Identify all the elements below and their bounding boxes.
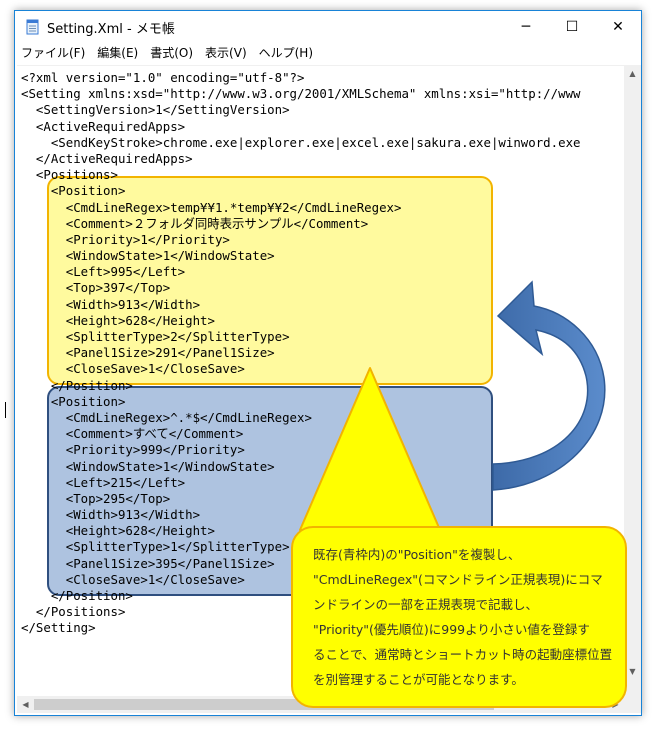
callout-line: 既存(青枠内)の"Position"を複製し、 (313, 547, 521, 562)
title-bar[interactable]: Setting.Xml - メモ帳 ─ ☐ ✕ (15, 11, 641, 43)
editor-content[interactable]: <?xml version="1.0" encoding="utf-8"?><S… (21, 70, 581, 637)
code-line[interactable]: <Top>295</Top> (21, 490, 171, 506)
code-line[interactable]: <Width>913</Width> (21, 507, 201, 523)
window-controls: ─ ☐ ✕ (503, 11, 641, 43)
code-line[interactable]: <SplitterType>2</SplitterType> (21, 329, 290, 344)
callout-line: ンドラインの一部を正規表現で記載し、 (313, 597, 539, 612)
code-line[interactable]: <Priority>1</Priority> (21, 231, 230, 247)
code-line[interactable]: </Setting> (21, 620, 96, 636)
code-line[interactable]: </Position> (21, 588, 133, 603)
scroll-down-icon[interactable]: ▼ (629, 667, 636, 676)
code-line[interactable]: <SettingVersion>1</SettingVersion> (21, 102, 290, 118)
menu-view[interactable]: 表示(V) (205, 46, 247, 60)
code-line[interactable]: <Comment>２フォルダ同時表示サンプル</Comment> (21, 215, 369, 231)
highlight-box-new-position (47, 176, 493, 385)
code-line[interactable]: <WindowState>1</WindowState> (21, 248, 275, 264)
code-line[interactable]: <Positions> (21, 167, 118, 183)
code-line[interactable]: <Position> (21, 183, 126, 199)
code-line[interactable]: <CmdLineRegex>^.*$</CmdLineRegex> (21, 409, 312, 425)
code-line[interactable]: <CmdLineRegex>temp¥¥1.*temp¥¥2</CmdLineR… (21, 199, 402, 215)
code-line[interactable]: </Positions> (21, 604, 126, 620)
callout-line: を別管理することが可能となります。 (313, 672, 524, 687)
close-button[interactable]: ✕ (612, 19, 624, 35)
code-line[interactable]: <Top>397</Top> (21, 280, 171, 296)
code-line[interactable]: </Position> (21, 377, 133, 393)
code-line[interactable]: <Left>215</Left> (21, 474, 186, 490)
code-line[interactable]: <Priority>999</Priority> (21, 442, 245, 458)
menu-format[interactable]: 書式(O) (150, 46, 194, 60)
menu-file[interactable]: ファイル(F) (21, 46, 86, 60)
code-line[interactable]: <CloseSave>1</CloseSave> (21, 361, 245, 377)
minimize-button[interactable]: ─ (521, 19, 531, 35)
notepad-icon (25, 19, 41, 35)
code-line[interactable]: <Comment>すべて</Comment> (21, 426, 244, 442)
callout-line: ることで、通常時とショートカット時の起動座標位置 (313, 647, 613, 662)
window-title: Setting.Xml - メモ帳 (47, 21, 175, 37)
code-line[interactable]: <Panel1Size>291</Panel1Size> (21, 345, 275, 361)
callout-line: "Priority"(優先順位)に999より小さい値を登録す (313, 622, 590, 637)
explanation-callout: 既存(青枠内)の"Position"を複製し、 "CmdLineRegex"(コ… (291, 526, 627, 708)
menu-edit[interactable]: 編集(E) (97, 46, 139, 60)
scroll-up-icon[interactable]: ▲ (629, 69, 636, 78)
code-line[interactable]: <Position> (21, 393, 126, 409)
code-line[interactable]: <Width>913</Width> (21, 296, 201, 312)
code-line[interactable]: <?xml version="1.0" encoding="utf-8"?> (21, 70, 305, 85)
code-line[interactable]: <Height>628</Height> (21, 523, 215, 539)
code-line[interactable]: <Left>995</Left> (21, 264, 186, 280)
callout-line: "CmdLineRegex"(コマンドライン正規表現)にコマ (313, 572, 603, 587)
horizontal-scroll-thumb[interactable] (34, 699, 494, 710)
callout-text: 既存(青枠内)の"Position"を複製し、 "CmdLineRegex"(コ… (313, 542, 613, 692)
code-line[interactable]: <Setting xmlns:xsd="http://www.w3.org/20… (21, 86, 581, 102)
code-line[interactable]: <SendKeyStroke>chrome.exe|explorer.exe|e… (21, 134, 581, 150)
scrollbar-corner (624, 696, 641, 713)
code-line[interactable]: <SplitterType>1</SplitterType> (21, 539, 290, 555)
code-line[interactable]: <Panel1Size>395</Panel1Size> (21, 555, 275, 571)
vertical-scrollbar[interactable]: ▲ ▼ (624, 65, 641, 697)
text-caret (5, 402, 6, 418)
code-line[interactable]: <ActiveRequiredApps> (21, 118, 186, 134)
code-line[interactable]: <CloseSave>1</CloseSave> (21, 571, 245, 587)
notepad-window: Setting.Xml - メモ帳 ─ ☐ ✕ ファイル(F) 編集(E) 書式… (14, 10, 642, 716)
code-line[interactable]: <WindowState>1</WindowState> (21, 458, 275, 474)
code-line[interactable]: <Height>628</Height> (21, 312, 215, 328)
menu-help[interactable]: ヘルプ(H) (258, 46, 314, 60)
scroll-left-icon[interactable]: ◀ (22, 700, 29, 709)
maximize-button[interactable]: ☐ (565, 19, 579, 35)
curved-arrow-icon (492, 280, 606, 491)
code-line[interactable]: </ActiveRequiredApps> (21, 150, 193, 166)
menu-bar: ファイル(F) 編集(E) 書式(O) 表示(V) ヘルプ(H) (15, 43, 641, 64)
